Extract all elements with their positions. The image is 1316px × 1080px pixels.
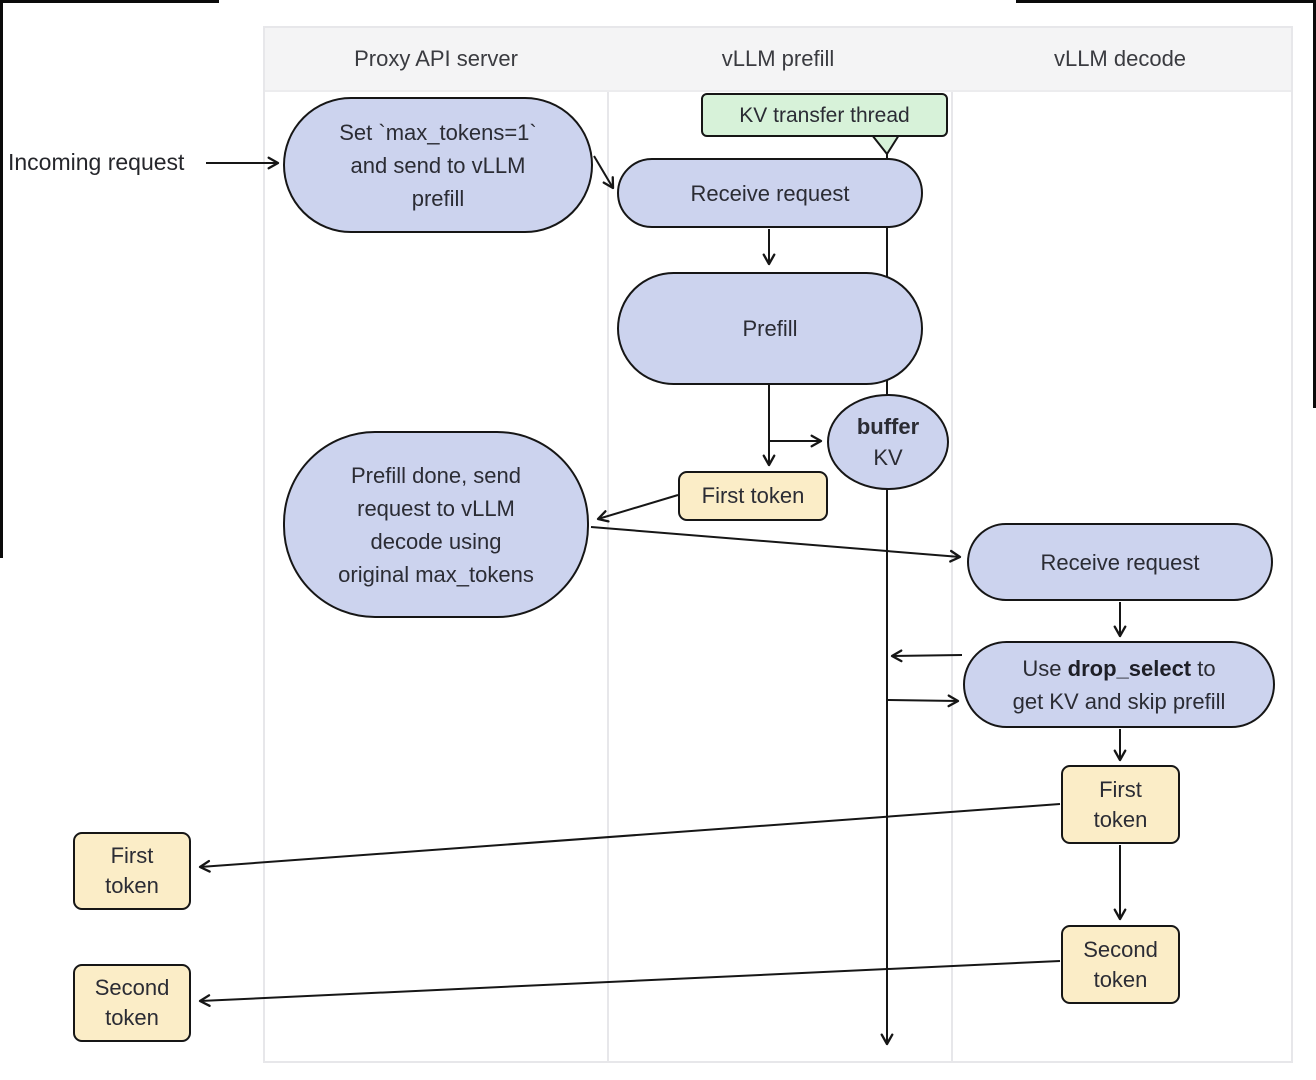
prefill-done-node: Prefill done, send request to vLLM decod… (283, 431, 589, 618)
node-text-line: Use drop_select to (1022, 652, 1215, 685)
node-text-segment: Use (1022, 655, 1068, 681)
frame-top-left (0, 0, 219, 3)
buffer-kv-node: buffer KV (827, 394, 949, 490)
node-text-line: Receive request (1040, 549, 1200, 575)
node-text-line: Prefill (742, 316, 798, 341)
node-text-line: original max_tokens (338, 561, 534, 587)
set-max-tokens-node: Set `max_tokens=1` and send to vLLM pref… (283, 97, 593, 233)
second-token-output-node: Second token (73, 964, 191, 1042)
arrow-lifeline-to-drop-select (887, 694, 960, 708)
arrow-set-max-tokens-to-receive-prefill (593, 155, 615, 190)
node-text-segment-bold: drop_select (1067, 655, 1192, 681)
frame-left (0, 3, 3, 558)
lane-title-decode: vLLM decode (1053, 46, 1187, 71)
node-text-line: Second (1083, 936, 1158, 962)
first-token-output-node: First token (73, 832, 191, 910)
frame-right (1313, 3, 1316, 408)
node-text-line: request to vLLM (357, 495, 515, 521)
lane-title-proxy: Proxy API server (354, 46, 518, 71)
node-text-segment: to (1191, 655, 1216, 681)
node-text-line: Set `max_tokens=1` (339, 119, 537, 145)
arrow-second-token-decode-to-out (198, 960, 1061, 1007)
node-text-line: token (1093, 966, 1148, 992)
drop-select-node: Use drop_select to get KV and skip prefi… (963, 641, 1275, 728)
node-text-line: and send to vLLM (350, 152, 526, 178)
second-token-decode-node: Second token (1061, 925, 1180, 1004)
kv-transfer-thread-callout: KV transfer thread (701, 93, 948, 137)
frame-top-right (1016, 0, 1316, 3)
node-text-line: First (110, 843, 154, 868)
first-token-prefill-node: First token (678, 471, 828, 521)
first-token-decode-node: First token (1061, 765, 1180, 844)
arrow-first-token-decode-to-out (198, 803, 1061, 873)
node-text-line: buffer (856, 414, 920, 439)
lane-title-prefill: vLLM prefill (721, 46, 835, 71)
kv-transfer-thread-text: KV transfer thread (739, 103, 910, 127)
node-text-line: token (1093, 806, 1148, 832)
node-text-line: token (105, 1005, 159, 1030)
lane-separator (951, 28, 953, 1061)
node-text-line: prefill (411, 185, 465, 211)
prefill-node: Prefill (617, 272, 923, 385)
node-text-line: Receive request (690, 180, 850, 206)
receive-request-prefill-node: Receive request (617, 158, 923, 228)
arrow-prefill-done-to-receive-decode (590, 526, 962, 563)
lane-separator (607, 28, 609, 1061)
node-text-line: decode using (370, 528, 502, 554)
node-text-line: First (1099, 776, 1142, 802)
incoming-request-label: Incoming request (8, 149, 185, 175)
node-text-line: Prefill done, send (351, 462, 521, 488)
kv-thread-tail (871, 134, 900, 155)
arrow-drop-select-to-lifeline (890, 649, 963, 663)
node-text-line: First token (701, 483, 805, 508)
arrow-first-token-to-prefill-done (596, 494, 679, 523)
node-text-line: KV (873, 445, 903, 470)
lane-header-row: Proxy API server vLLM prefill vLLM decod… (265, 28, 1291, 92)
node-text-line: Second (94, 975, 170, 1000)
node-text-line: get KV and skip prefill (1012, 688, 1226, 714)
node-text-line: token (105, 873, 159, 898)
receive-request-decode-node: Receive request (967, 523, 1273, 601)
